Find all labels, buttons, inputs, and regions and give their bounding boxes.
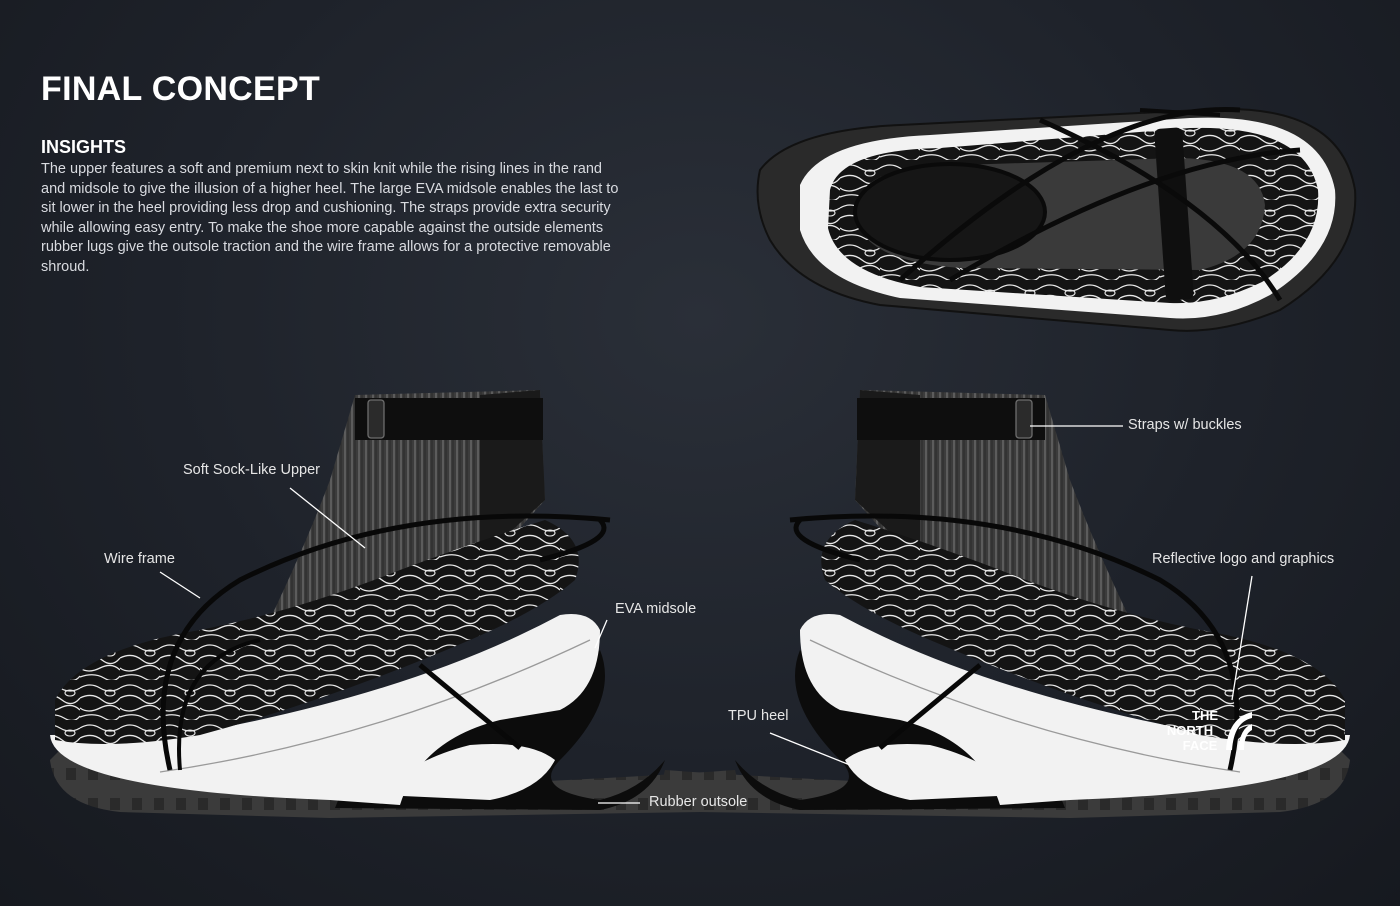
callout-reflective: Reflective logo and graphics xyxy=(1152,551,1335,567)
north-face-logo: THE NORTH FACE xyxy=(1167,708,1252,753)
section-subtitle: INSIGHTS xyxy=(41,137,127,157)
left-side-shoe xyxy=(50,390,740,818)
page-title: FINAL CONCEPT xyxy=(41,70,321,108)
right-side-shoe: THE NORTH FACE xyxy=(660,390,1350,818)
svg-text:NORTH: NORTH xyxy=(1167,723,1213,738)
insights-paragraph: The upper features a soft and premium ne… xyxy=(41,161,619,275)
callout-rubber-outsole: Rubber outsole xyxy=(649,794,748,810)
callout-tpu-heel: TPU heel xyxy=(728,708,789,724)
svg-text:FACE: FACE xyxy=(1183,738,1218,753)
callout-soft-upper: Soft Sock-Like Upper xyxy=(183,462,321,478)
callout-straps: Straps w/ buckles xyxy=(1128,417,1242,433)
callout-eva-midsole: EVA midsole xyxy=(615,601,697,617)
svg-text:THE: THE xyxy=(1192,708,1218,723)
leader-lines xyxy=(159,425,1253,804)
top-view-shoe xyxy=(756,106,1357,332)
callout-wire-frame: Wire frame xyxy=(104,551,175,567)
